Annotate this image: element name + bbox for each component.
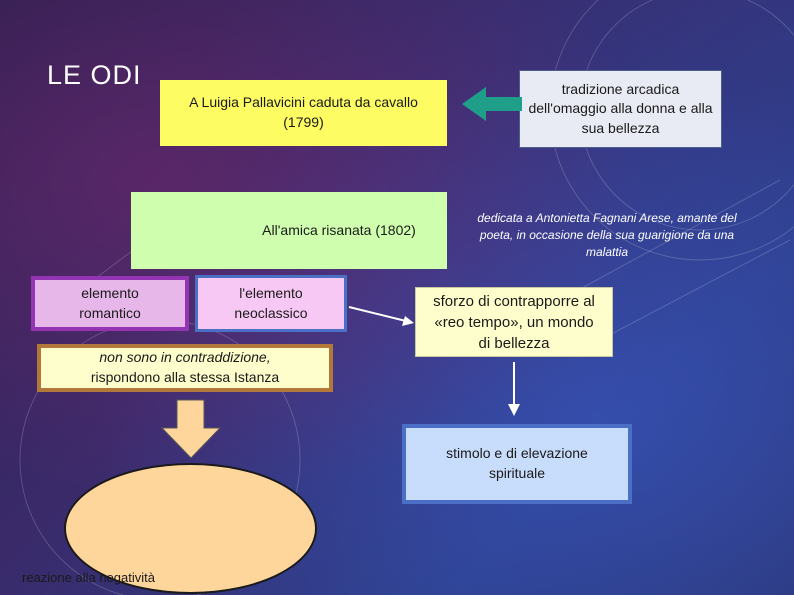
arrow-head-down-icon bbox=[508, 404, 520, 416]
contrasto-line2: rispondono alla stessa Istanza bbox=[90, 369, 280, 385]
dedicata-text: dedicata a Antonietta Fagnani Arese, ama… bbox=[477, 211, 737, 259]
neoclassico-label: l'elemento neoclassico bbox=[234, 284, 308, 321]
ode-amica-box: All'amica risanata (1802) bbox=[131, 192, 447, 269]
reazione-label: reazione alla negatività bbox=[22, 570, 155, 585]
tradizione-label: tradizione arcadica dell'omaggio alla do… bbox=[528, 80, 713, 136]
sforzo-box: sforzo di contrapporre al «reo tempo», u… bbox=[415, 287, 613, 357]
arrow-head-right-icon bbox=[402, 316, 414, 326]
page-title: LE ODI bbox=[47, 60, 142, 90]
romantico-box: elemento romantico bbox=[31, 276, 189, 331]
connector-neo-sforzo bbox=[348, 306, 411, 323]
stimolo-label: stimolo e di elevazione spirituale bbox=[446, 445, 588, 481]
romantico-label: elemento romantico bbox=[79, 284, 141, 321]
contrasto-line1: non sono in contraddizione, bbox=[99, 349, 271, 366]
tradizione-box: tradizione arcadica dell'omaggio alla do… bbox=[519, 70, 722, 148]
ode-pallavicini-box: A Luigia Pallavicini caduta da cavallo (… bbox=[160, 80, 447, 146]
ode-amica-label: All'amica risanata (1802) bbox=[262, 221, 416, 238]
contrasto-box: non sono in contraddizione, rispondono a… bbox=[37, 344, 333, 392]
sforzo-label: sforzo di contrapporre al «reo tempo», u… bbox=[433, 292, 595, 352]
stimolo-box: stimolo e di elevazione spirituale bbox=[402, 424, 632, 504]
reazione-ellipse bbox=[64, 463, 317, 594]
big-down-arrow-icon bbox=[160, 399, 222, 459]
neoclassico-box: l'elemento neoclassico bbox=[195, 275, 347, 332]
ode-pallavicini-label: A Luigia Pallavicini caduta da cavallo (… bbox=[189, 94, 418, 130]
